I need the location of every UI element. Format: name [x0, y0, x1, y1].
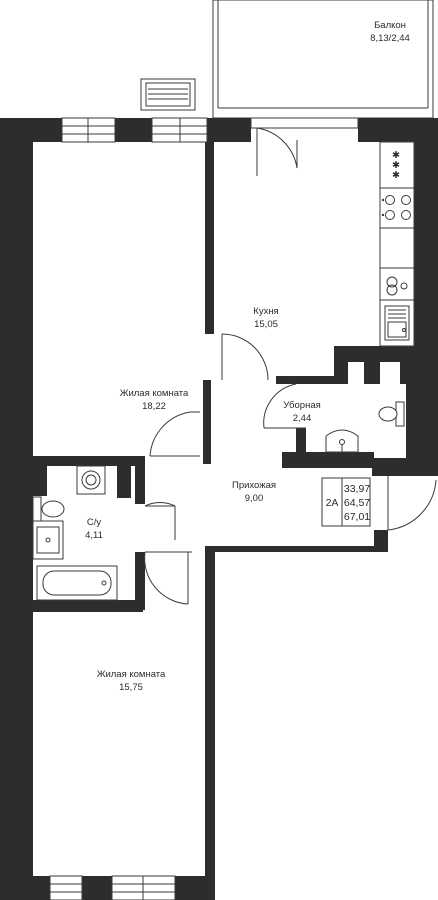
toilet-icon	[378, 401, 405, 427]
room-name: Кухня	[253, 306, 278, 317]
washing-machine-icon	[386, 276, 408, 296]
room-label-living-room-1: Жилая комната 18,22	[120, 388, 189, 412]
exterior-walls	[0, 118, 438, 900]
room-name: С/у	[87, 517, 102, 528]
windows	[49, 117, 359, 900]
unit-badge: 2А 33,97 64,57 67,01	[321, 477, 371, 527]
interior-walls	[33, 142, 414, 612]
bathtub-icon	[36, 565, 118, 601]
room-area: 4,11	[85, 530, 103, 541]
room-name: Жилая комната	[120, 388, 189, 399]
room-name: Прихожая	[232, 480, 276, 491]
room-area: 15,75	[119, 682, 143, 693]
room-label-kitchen: Кухня 15,05	[253, 306, 278, 330]
bathroom-sink-icon	[32, 520, 64, 560]
ventilation-icon: ✱ ✱ ✱	[392, 150, 400, 181]
doors	[144, 127, 437, 605]
room-area: 8,13/2,44	[370, 33, 410, 44]
room-name: Уборная	[283, 400, 321, 411]
room-label-living-room-2: Жилая комната 15,75	[97, 669, 166, 693]
room-label-toilet: Уборная 2,44	[283, 400, 321, 424]
room-label-hallway: Прихожая 9,00	[232, 480, 276, 504]
room-name: Жилая комната	[97, 669, 166, 680]
room-label-balcony: Балкон 8,13/2,44	[370, 20, 410, 44]
bathroom-toilet-icon	[32, 496, 65, 522]
total-area: 64,57	[344, 497, 370, 509]
unit-type: 2А	[326, 497, 339, 509]
svg-text:✱: ✱	[392, 150, 400, 161]
room-area: 18,22	[142, 401, 166, 412]
sink-icon	[384, 305, 410, 341]
stove-icon	[381, 195, 411, 220]
balcony-outline	[212, 0, 434, 119]
room-name: Балкон	[374, 20, 406, 31]
room-area: 9,00	[245, 493, 264, 504]
svg-text:✱: ✱	[392, 160, 400, 171]
washer-icon	[76, 465, 106, 495]
room-area: 15,05	[254, 319, 278, 330]
ac-unit-icon	[140, 78, 196, 111]
total-area-with-balcony: 67,01	[344, 511, 370, 523]
room-label-bathroom: С/у 4,11	[85, 517, 103, 541]
living-area: 33,97	[344, 483, 370, 495]
svg-text:✱: ✱	[392, 170, 400, 181]
washbasin-icon	[325, 429, 359, 453]
room-area: 2,44	[293, 413, 312, 424]
